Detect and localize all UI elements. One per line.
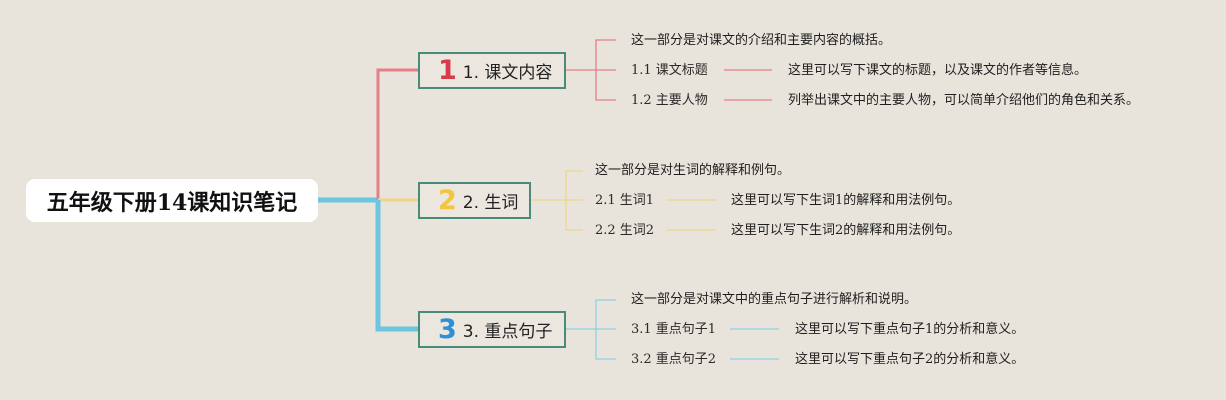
branch-1-item-1-detail[interactable]: 这里可以写下课文的标题，以及课文的作者等信息。 [788, 63, 1088, 78]
branch-1-item-2-detail[interactable]: 列举出课文中的主要人物，可以简单介绍他们的角色和关系。 [788, 93, 1140, 108]
branch-1-topic[interactable]: 1 1. 课文内容 [418, 52, 566, 89]
branch-3-item-2-label[interactable]: 3.2 重点句子2 [631, 352, 717, 367]
branch-1-connector [376, 68, 418, 200]
branch-2-topic[interactable]: 2 2. 生词 [418, 182, 531, 219]
branch-3-number: 3 [438, 314, 457, 345]
branch-3-children-connectors [566, 299, 779, 360]
branch-2-label: 2. 生词 [462, 193, 519, 213]
branch-3-item-2-detail[interactable]: 这里可以写下重点句子2的分析和意义。 [795, 352, 1025, 367]
branch-3-item-1-detail[interactable]: 这里可以写下重点句子1的分析和意义。 [795, 322, 1025, 337]
root-title: 五年级下册14课知识笔记 [46, 189, 298, 216]
branch-2-item-2-label[interactable]: 2.2 生词2 [595, 223, 655, 238]
branch-3-topic[interactable]: 3 3. 重点句子 [418, 311, 566, 348]
branch-2-item-1-detail[interactable]: 这里可以写下生词1的解释和用法例句。 [731, 193, 961, 208]
branch-3-summary[interactable]: 这一部分是对课文中的重点句子进行解析和说明。 [631, 292, 918, 307]
branch-1-item-2-label[interactable]: 1.2 主要人物 [631, 93, 708, 108]
branch-1-children-connectors [566, 39, 772, 101]
branch-3-label: 3. 重点句子 [462, 322, 553, 342]
branch-1-label: 1. 课文内容 [462, 63, 553, 83]
branch-2-summary[interactable]: 这一部分是对生词的解释和例句。 [595, 163, 791, 178]
branch-2-number: 2 [438, 185, 457, 216]
branch-2-item-2-detail[interactable]: 这里可以写下生词2的解释和用法例句。 [731, 223, 961, 238]
branch-2-children-connectors [531, 170, 716, 231]
branch-1-number: 1 [438, 55, 457, 86]
branch-3-connector [375, 200, 418, 332]
root-topic[interactable]: 五年级下册14课知识笔记 [26, 179, 318, 222]
branch-3-item-1-label[interactable]: 3.1 重点句子1 [631, 322, 717, 337]
branch-1-item-1-label[interactable]: 1.1 课文标题 [631, 63, 708, 78]
branch-2-item-1-label[interactable]: 2.1 生词1 [595, 193, 655, 208]
branch-1-summary[interactable]: 这一部分是对课文的介绍和主要内容的概括。 [631, 33, 892, 48]
